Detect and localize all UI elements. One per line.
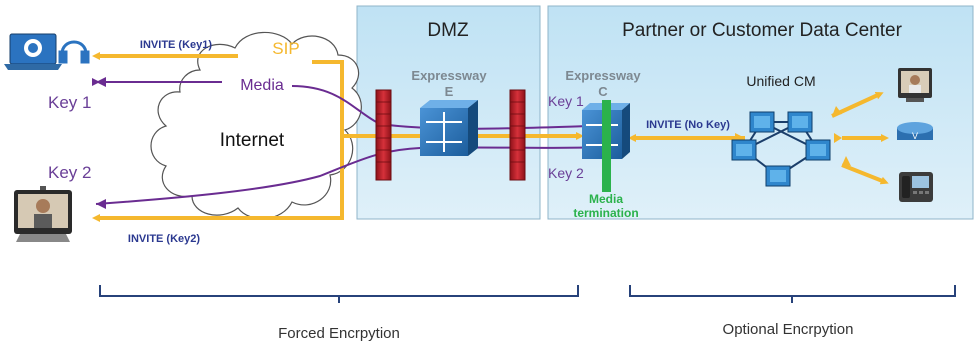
sip-fanout-bot [841, 163, 889, 185]
key1-right-label: Key 1 [548, 93, 584, 109]
voice-gateway-icon: V [897, 122, 933, 141]
unified-cm-label: Unified CM [746, 73, 815, 89]
invite-key1-label: INVITE (Key1) [140, 39, 212, 51]
ip-phone-icon [899, 172, 933, 202]
expressway-c-label-line2: C [598, 84, 608, 99]
firewall-left [375, 89, 392, 181]
key1-left-label: Key 1 [48, 93, 91, 112]
internet-label: Internet [220, 130, 285, 151]
headset-icon [58, 40, 90, 64]
dmz-title: DMZ [427, 20, 469, 41]
forced-encryption-label: Forced Encrpytion [278, 325, 400, 342]
unified-cm-cluster: Unified CM [731, 73, 831, 187]
media-arrow-key2 [96, 199, 106, 209]
ucm-server-node [787, 111, 813, 133]
media-termination-label-line1: Media [589, 192, 623, 206]
video-endpoint-icon [898, 68, 932, 102]
ucm-server-node [805, 139, 831, 161]
video-endpoint-icon [14, 186, 72, 242]
expressway-c-label-line1: Expressway [565, 68, 641, 83]
sip-path-bottom [92, 136, 344, 222]
internet-cloud: Internet [150, 31, 362, 220]
laptop-jabber-icon [4, 33, 62, 70]
firewall-right [509, 89, 526, 181]
media-termination-label-line2: termination [573, 206, 638, 220]
ucm-server-node [731, 139, 757, 161]
svg-text:V: V [912, 131, 918, 141]
datacenter-title: Partner or Customer Data Center [622, 20, 903, 41]
expressway-e: Expressway E [411, 68, 487, 156]
optional-encryption-bracket [629, 285, 956, 303]
invite-nokey-label: INVITE (No Key) [646, 119, 730, 131]
media-termination: Media termination [573, 100, 639, 220]
media-label: Media [240, 77, 284, 94]
key2-left-label: Key 2 [48, 163, 91, 182]
ucm-server-node [749, 111, 775, 133]
ucm-server-node [765, 165, 791, 187]
optional-encryption-label: Optional Encrpytion [723, 321, 854, 338]
expressway-e-label-line1: Expressway [411, 68, 487, 83]
expressway-icon [420, 100, 478, 156]
invite-key2-label: INVITE (Key2) [128, 233, 200, 245]
key2-right-label: Key 2 [548, 165, 584, 181]
forced-encryption-bracket [99, 285, 579, 303]
expressway-e-label-line2: E [445, 84, 454, 99]
media-arrow-key1 [96, 77, 106, 87]
sip-label: SIP [272, 39, 299, 58]
media-path-key2 [95, 145, 616, 205]
